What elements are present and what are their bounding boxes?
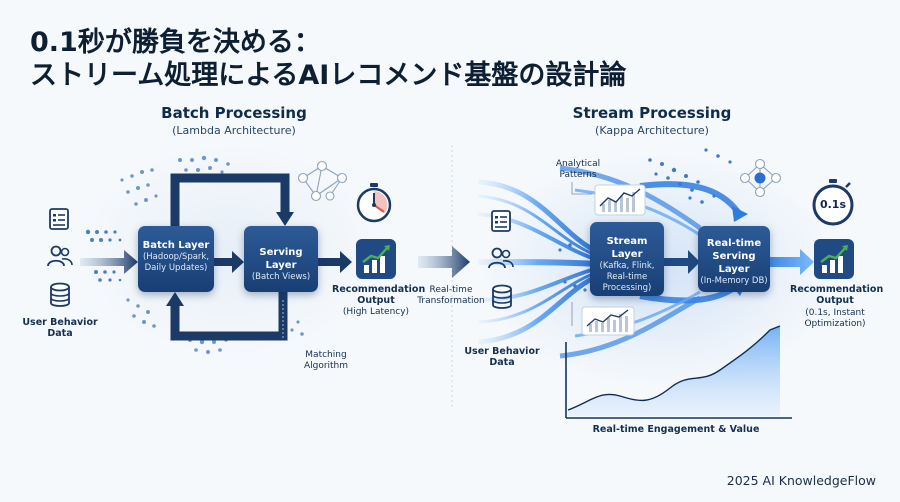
batch-output-title: Recommendation Output [332,284,426,306]
batch-layer-box: Batch Layer (Hadoop/Spark, Daily Updates… [138,226,214,292]
stream-dot-field [558,148,732,292]
batch-subheading: (Lambda Architecture) [172,124,296,137]
stream-subheading: (Kappa Architecture) [595,124,709,137]
transition-label: Real-time Transformation [417,285,485,306]
title-line-2: ストリーム処理によるAIレコメンド基盤の設計論 [30,60,627,91]
engagement-chart-label: Real-time Engagement & Value [592,424,760,435]
timer-value: 0.1s [819,198,847,211]
batch-layer-detail: (Hadoop/Spark, Daily Updates) [142,252,210,273]
analytics-label: Analytical Patterns [555,159,601,180]
stream-input-label: User Behavior Data [464,346,540,368]
batch-dot-field-bottom [126,298,304,354]
page-title: 0.1秒が勝負を決める： ストリーム処理によるAIレコメンド基盤の設計論 [30,26,626,92]
stream-layer-box: Stream Layer (Kafka, Flink, Real-time Pr… [590,222,664,296]
stopwatch-icon: 0.1s [810,178,856,228]
batch-to-serving-arrow [213,251,244,273]
stream-users-icon [488,247,514,269]
stream-layer-detail: (Kafka, Flink, Real-time Processing) [599,261,655,293]
realtime-serving-title: Real-time Serving Layer [706,238,762,275]
analytics-connector [571,182,592,195]
stream-to-serving-arrow [664,250,700,274]
network-icon [297,160,348,202]
serving-layer-detail: (Batch Views) [251,272,311,282]
users-icon [47,245,73,267]
feedback-loop-bottom [170,292,288,341]
batch-dot-field-left [85,229,122,282]
realtime-serving-detail: (In-Memory DB) [700,276,768,286]
stream-document-icon [491,210,511,232]
transition-arrow [418,246,470,278]
batch-dot-field-top [120,155,230,206]
document-icon [49,208,69,230]
feedback-loop-top [170,173,290,228]
serving-to-output-arrow [318,251,352,273]
footer-credit: 2025 AI KnowledgeFlow [726,473,876,488]
matching-label: Matching Algorithm [303,350,349,371]
serving-layer-box: Serving Layer (Batch Views) [244,226,318,292]
clock-icon [356,183,392,223]
serving-layer-title: Serving Layer [259,247,303,271]
chart-line [567,325,781,411]
stream-bar-chart-icon [814,239,854,279]
realtime-serving-box: Real-time Serving Layer (In-Memory DB) [698,226,770,292]
input-arrow [80,250,138,274]
engagement-chart [565,325,792,419]
stream-output-title: Recommendation Output [790,284,884,306]
stream-network-icon [739,158,782,198]
batch-heading: Batch Processing [161,104,307,122]
batch-input-label: User Behavior Data [22,317,98,339]
database-icon [50,282,70,307]
stream-heading: Stream Processing [572,104,732,122]
stream-flows [477,165,741,359]
serving-to-output-arrow-stream [768,249,814,275]
stream-output-detail: (0.1s, Instant Optimization) [804,308,866,329]
mini-bar-chart-icon [581,306,635,336]
bar-chart-icon [356,239,396,279]
line-chart-icon [594,184,646,216]
stream-layer-title: Stream Layer [606,236,648,260]
batch-output-detail: (High Latency) [342,307,410,317]
title-line-1: 0.1秒が勝負を決める： [30,27,321,58]
stream-database-icon [492,284,512,309]
chart-area [568,326,780,416]
batch-layer-title: Batch Layer [142,240,210,251]
